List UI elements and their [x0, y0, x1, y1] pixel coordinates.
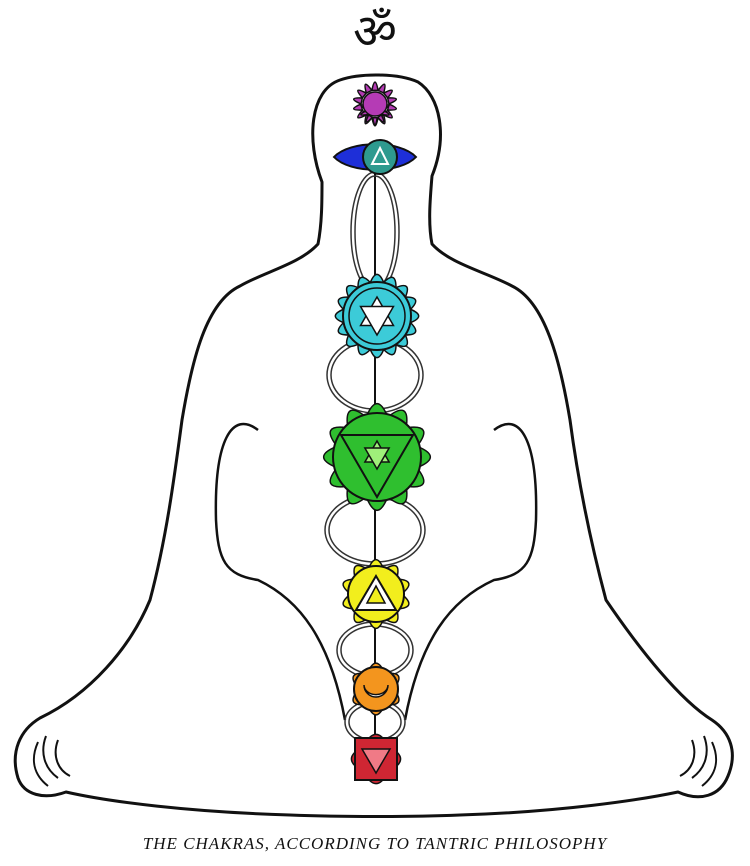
sacral-crescent [363, 684, 389, 698]
crown-petal [364, 83, 373, 95]
right-leg-contour [214, 422, 347, 721]
third-eye-center [362, 139, 398, 175]
root-triangle [360, 748, 392, 775]
sacral-disc [353, 666, 399, 712]
crown-petal [386, 97, 398, 105]
throat-star [359, 305, 395, 337]
crown-petal [352, 97, 364, 105]
crown-petal [377, 83, 386, 95]
throat-chakra [334, 273, 420, 359]
figure-caption: THE CHAKRAS, ACCORDING TO TANTRIC PHILOS… [142, 834, 608, 853]
third-eye-triangle [370, 145, 390, 165]
left-hand-fingers [32, 735, 71, 787]
om-symbol: ॐ [353, 4, 397, 60]
crown-center [362, 91, 388, 117]
right-hand-fingers [679, 735, 718, 787]
sacral-chakra [352, 662, 400, 716]
left-leg-contour [403, 422, 538, 721]
heart-chakra [322, 402, 432, 512]
crown-petal [371, 81, 379, 92]
solar-plexus-chakra [342, 558, 410, 630]
crown-chakra [352, 81, 398, 127]
body-outline [13, 73, 734, 818]
root-chakra [350, 733, 402, 785]
heart-star [363, 447, 391, 471]
crown-petal [371, 116, 379, 126]
solar-inner-triangle [365, 584, 387, 604]
third-eye-chakra [332, 139, 418, 175]
